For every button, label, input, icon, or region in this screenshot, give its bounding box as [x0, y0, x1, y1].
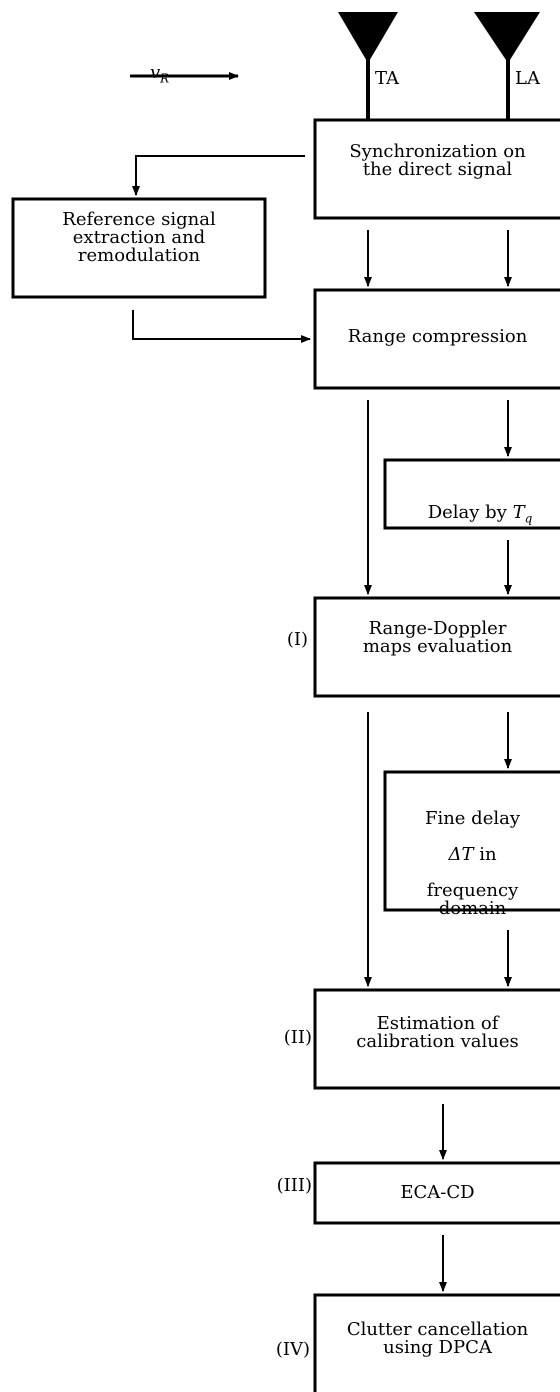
stage-label-iv: (IV) [275, 1339, 310, 1360]
stage-label-iii: (III) [276, 1175, 312, 1196]
range-doppler-text: Range-Doppler maps evaluation [362, 618, 513, 657]
range-doppler-block [313, 596, 560, 698]
antenna-ta-icon [338, 12, 398, 63]
stage-label-ii: (II) [283, 1027, 312, 1048]
range-compression-block [313, 288, 560, 390]
antenna-la-label: LA [515, 68, 540, 89]
sync-text: Synchronization on the direct signal [349, 141, 526, 180]
estimation-text: Estimation of calibration values [356, 1013, 519, 1052]
antenna-ta-label: TA [375, 68, 400, 89]
eca-block [313, 1161, 560, 1225]
fine-delay-block [383, 770, 560, 912]
stage-label-i: (I) [286, 629, 308, 650]
sync-block [313, 118, 560, 220]
delay-text: Delay by Tq [427, 502, 533, 526]
reference-to-rc-arrow [132, 310, 311, 343]
sync-to-reference-arrow [132, 155, 305, 196]
eca-text: ECA-CD [400, 1182, 475, 1203]
range-compression-text: Range compression [347, 326, 528, 347]
antenna-la-icon [474, 12, 540, 63]
fine-delay-text: Fine delay ΔT in frequency domain [424, 808, 521, 919]
delay-block [383, 458, 560, 530]
estimation-block [313, 988, 560, 1090]
reference-block [11, 197, 267, 299]
clutter-block [313, 1293, 560, 1392]
reference-text: Reference signal extraction and remodula… [62, 209, 216, 266]
clutter-text: Clutter cancellation using DPCA [346, 1319, 529, 1358]
velocity-label: vR [150, 62, 170, 86]
